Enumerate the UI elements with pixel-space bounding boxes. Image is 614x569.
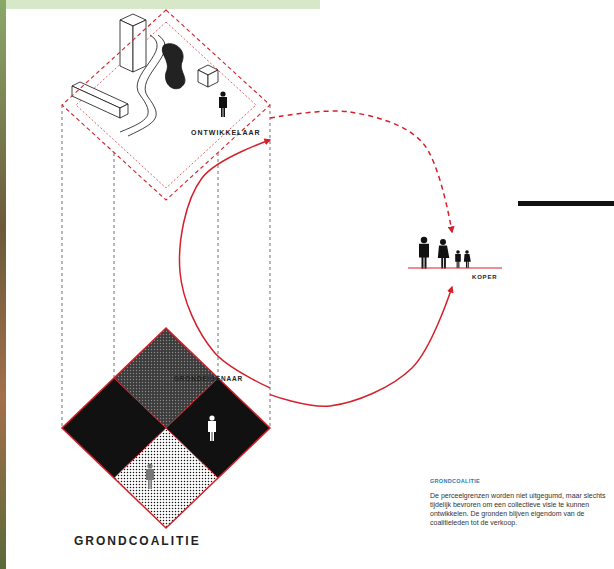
person-head xyxy=(465,250,469,254)
role-label: KOPER xyxy=(472,274,497,280)
building-face xyxy=(120,20,133,72)
parcel-border xyxy=(114,378,218,478)
building-face xyxy=(133,20,146,72)
black-bar xyxy=(518,201,614,206)
person-head xyxy=(440,239,446,245)
person-icon xyxy=(146,463,154,489)
person-icon xyxy=(419,237,429,269)
buyer-group: KOPER xyxy=(405,232,505,287)
flow-arrow xyxy=(270,111,452,232)
person-head xyxy=(456,250,460,254)
node-outline xyxy=(62,328,270,550)
person-head xyxy=(147,463,152,468)
coalition-diamond: GRONDEIGENAAR GRONDCOALITIE xyxy=(62,328,270,550)
projection-line xyxy=(218,153,219,378)
site-diamond: ONTWIKKELAAR xyxy=(62,10,270,210)
role-label: ONTWIKKELAAR xyxy=(191,129,261,136)
node-caption: GRONDCOALITIE xyxy=(74,535,201,547)
diamond-outline xyxy=(62,10,270,200)
person-body xyxy=(419,244,429,269)
node-outline xyxy=(62,10,270,210)
person-head xyxy=(220,91,225,96)
person-head xyxy=(421,237,428,244)
building-face xyxy=(198,70,208,87)
projection-line xyxy=(114,153,115,378)
note-heading: GRONDCOALITIE xyxy=(430,479,480,485)
person-body xyxy=(464,254,471,268)
person-icon xyxy=(438,239,450,268)
building-face xyxy=(120,104,128,118)
footprint-shape xyxy=(162,44,185,89)
person-icon xyxy=(219,91,227,117)
building-face xyxy=(208,70,218,87)
person-body xyxy=(455,254,461,268)
page-strip xyxy=(0,0,320,9)
flow-arrow xyxy=(270,287,452,406)
note-text: De perceelgrenzen worden niet uitgegumd,… xyxy=(430,491,608,527)
person-body xyxy=(146,469,154,489)
family-icon xyxy=(419,237,471,269)
flow-arrow xyxy=(180,140,270,388)
buildings xyxy=(72,14,218,136)
person-icon xyxy=(208,415,216,441)
person-icon xyxy=(464,250,471,268)
person-head xyxy=(209,415,214,420)
parcel-border xyxy=(114,378,218,478)
page-edge xyxy=(0,0,6,569)
projection-line xyxy=(62,105,63,428)
building-face xyxy=(72,86,120,118)
role-label: GRONDEIGENAAR xyxy=(174,376,243,383)
projection-line xyxy=(270,105,271,428)
person-body xyxy=(219,97,227,117)
diamond-outline xyxy=(62,328,270,528)
parcel-quadrant xyxy=(114,428,218,528)
person-body xyxy=(208,421,216,441)
person-body xyxy=(438,245,450,268)
person-icon xyxy=(455,250,461,268)
ground-line xyxy=(408,267,502,268)
